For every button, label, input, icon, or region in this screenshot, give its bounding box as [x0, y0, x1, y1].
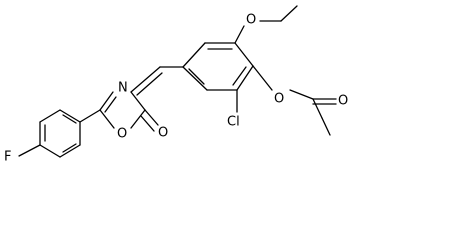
- acetyl-oxygen-label: O: [338, 94, 348, 109]
- bond: [130, 66, 161, 93]
- bond: [79, 109, 101, 123]
- bond: [99, 91, 114, 111]
- bond: [234, 25, 245, 44]
- ring-oxygen-label: O: [117, 127, 127, 142]
- bond: [234, 42, 254, 67]
- ester-oxygen-label: O: [274, 92, 284, 107]
- bond: [39, 144, 61, 158]
- carbonyl-oxygen-label: O: [158, 126, 168, 141]
- bond-double-inner: [136, 72, 163, 96]
- bond-double-inner: [62, 143, 77, 153]
- nitrogen-label: N: [118, 81, 128, 96]
- ethoxy-group: [234, 5, 298, 44]
- bond: [280, 5, 298, 22]
- bond-double-inner: [62, 114, 77, 124]
- ethoxy-oxygen-label: O: [246, 13, 256, 28]
- bond-double-inner: [188, 68, 205, 85]
- acetate-group: [252, 65, 337, 136]
- oxazolone-ring: [99, 91, 159, 132]
- methylidene-bridge: [130, 66, 184, 96]
- bond: [59, 109, 81, 123]
- bond-double-inner: [140, 115, 155, 132]
- bond-double-inner: [104, 96, 117, 113]
- bond: [252, 65, 273, 91]
- bond-double-inner: [232, 66, 247, 86]
- bond: [182, 66, 208, 91]
- bond: [289, 89, 314, 100]
- bond: [99, 109, 115, 129]
- chlorine-label: Cl: [227, 115, 240, 130]
- fluorine-label: F: [4, 150, 11, 165]
- bond: [312, 98, 323, 119]
- bond: [39, 109, 61, 123]
- molecule-structure: F N O O O O O Cl: [4, 5, 348, 165]
- bond: [144, 109, 159, 126]
- bond: [18, 144, 41, 157]
- bond: [130, 91, 146, 111]
- bond: [130, 109, 146, 129]
- fluorophenyl-ring: [18, 109, 101, 158]
- bond: [182, 42, 206, 68]
- bond: [321, 117, 331, 136]
- bond: [59, 144, 81, 158]
- bond: [236, 65, 254, 91]
- benzene-ring: [182, 42, 254, 91]
